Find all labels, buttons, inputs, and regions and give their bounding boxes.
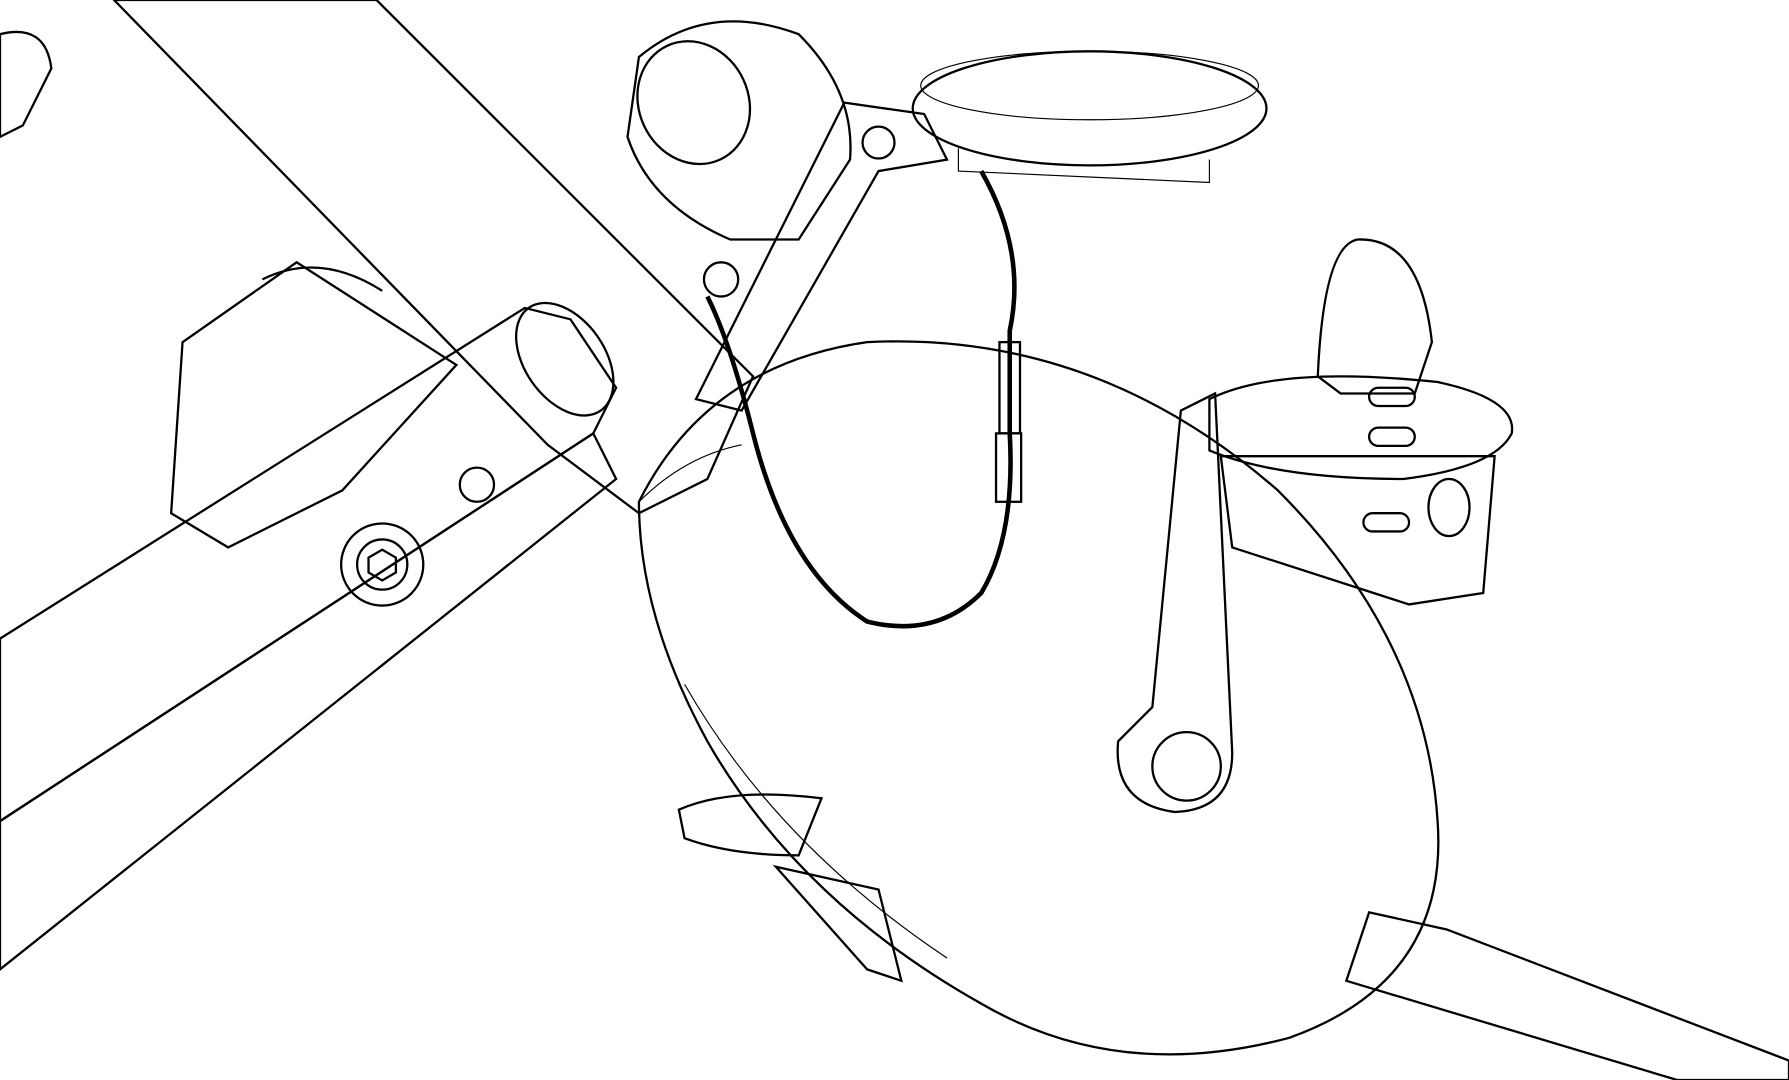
seat-clamp: [169, 260, 459, 549]
sensor-cable: [705, 169, 1023, 629]
crank-arm: [1116, 391, 1234, 814]
rear-stabilizer-tube: [1344, 911, 1789, 1080]
seat-adjust-bolt: [340, 466, 496, 607]
frame-tube-lower: [0, 301, 618, 971]
flywheel-housing: [637, 340, 1440, 1056]
pedal-left: [677, 793, 903, 983]
frame-tube-upper: [112, 0, 755, 515]
frame-bracket: [0, 30, 53, 139]
console-monitor: [911, 50, 1268, 184]
console-bracket: [694, 101, 949, 412]
tension-knob: [626, 20, 852, 298]
pedal-right: [1208, 238, 1514, 606]
